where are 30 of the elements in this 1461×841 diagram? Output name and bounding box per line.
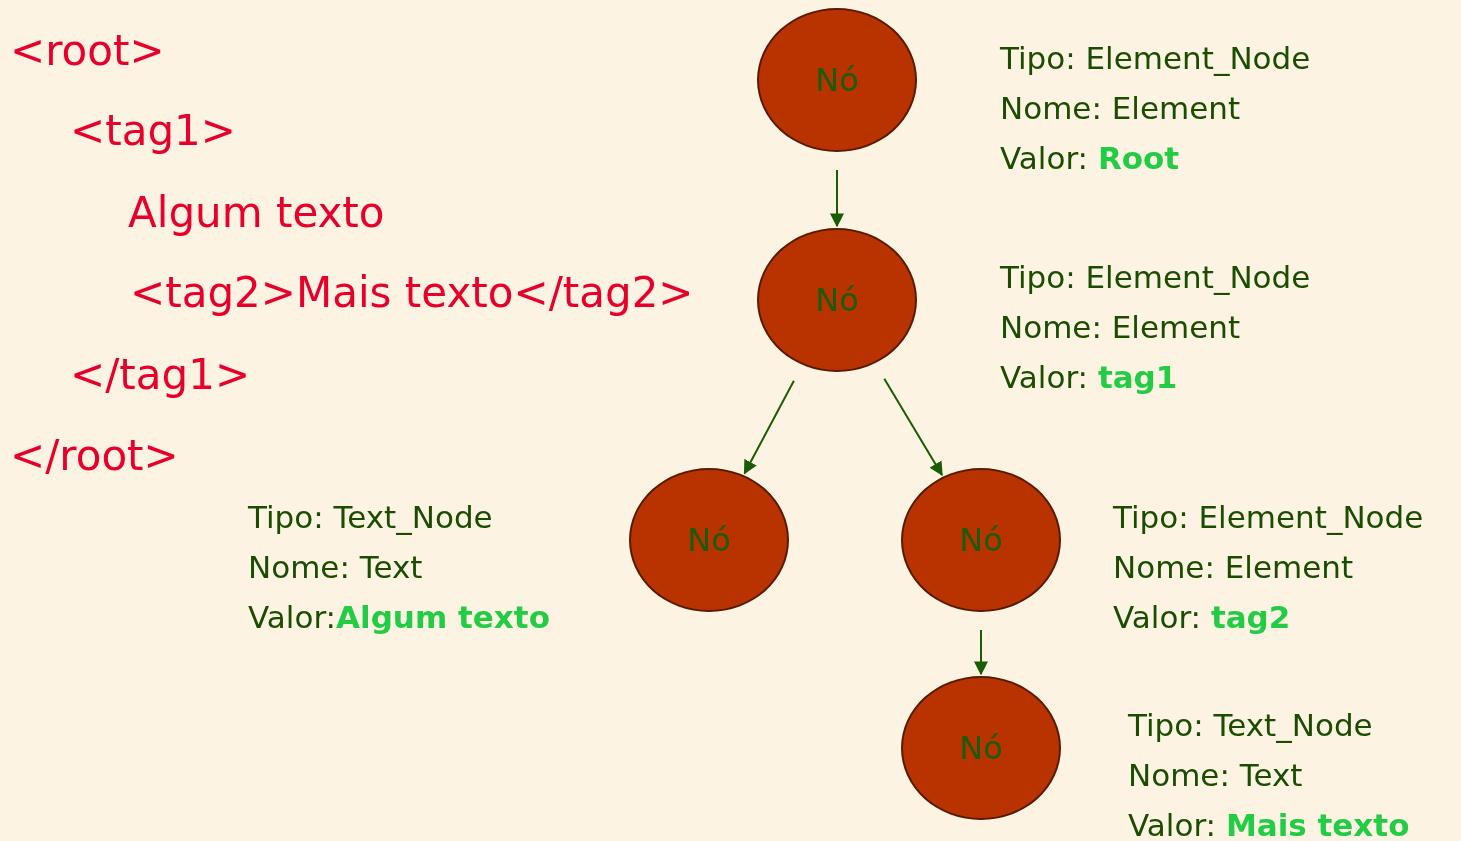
node-attribute-text: Tipo: Element_Node [1000, 258, 1311, 297]
node-attribute-text: Tipo: Text_Node [1128, 706, 1373, 745]
node-label: Nó [959, 524, 1003, 556]
node-attribute-text: Tipo: Element_Node [1000, 39, 1311, 78]
node-attribute-text: Valor: tag1 [1000, 358, 1178, 397]
xml-code-line: <root> [10, 28, 165, 75]
xml-code-line: <tag2>Mais texto</tag2> [130, 270, 694, 317]
node-attribute-text: Nome: Element [1000, 89, 1241, 128]
node-label: Nó [815, 64, 859, 96]
node-attribute-text: Valor: tag2 [1113, 598, 1291, 637]
node-attribute-text: Nome: Text [1128, 756, 1303, 795]
node-label: Nó [687, 524, 731, 556]
xml-code-line: Algum texto [128, 190, 385, 237]
node-attribute-text: Nome: Text [248, 548, 423, 587]
node-attribute-text: Nome: Element [1000, 308, 1241, 347]
arrow [883, 377, 943, 477]
arrow [743, 379, 795, 475]
arrow [974, 629, 988, 676]
node-label: Nó [815, 284, 859, 316]
node-attribute-text: Valor: Root [1000, 139, 1180, 178]
xml-code-line: </root> [10, 433, 179, 480]
node-label: Nó [959, 732, 1003, 764]
node-attribute-text: Nome: Element [1113, 548, 1354, 587]
node-attribute-text: Tipo: Element_Node [1113, 498, 1424, 537]
arrow [830, 169, 844, 228]
node-attribute-text: Valor:Algum texto [248, 598, 550, 637]
xml-code-line: </tag1> [70, 352, 251, 399]
xml-code-line: <tag1> [70, 108, 236, 155]
node-attribute-text: Tipo: Text_Node [248, 498, 493, 537]
node-attribute-text: Valor: Mais texto [1128, 806, 1410, 841]
